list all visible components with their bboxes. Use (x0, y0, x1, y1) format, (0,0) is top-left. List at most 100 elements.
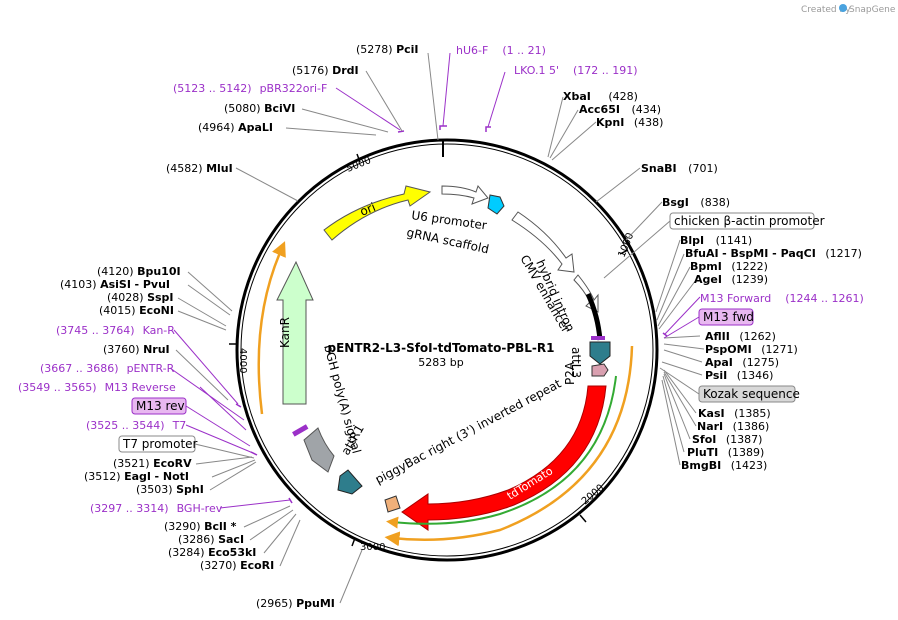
primer-m13-reverse[interactable]: (3549 .. 3565)M13 Reverse (18, 381, 176, 394)
attr1-feature[interactable] (337, 469, 363, 495)
m13fwd-leader (663, 316, 700, 339)
site-nrui[interactable]: (3760) NruI (103, 343, 170, 356)
site-aflii[interactable]: AflII (1262) (705, 330, 776, 343)
m13rev-mark (292, 424, 309, 437)
backbone-outer (235, 138, 659, 562)
primer-pbr322ori-f[interactable]: (5123 .. 5142)pBR322ori-F (173, 82, 327, 95)
tick-mark-1000 (619, 249, 629, 255)
cmv-enhancer-feature[interactable] (511, 211, 575, 273)
bgh-polya-label: bGH poly(A) signal (321, 343, 364, 455)
attl3-feature[interactable] (589, 341, 611, 365)
ori-feature[interactable] (323, 185, 432, 241)
site-bfuai[interactable]: BfuAI - BspMI - PaqCI (1217) (685, 247, 862, 260)
primer-mark-m13-forward (662, 332, 668, 337)
site-blpi[interactable]: BlpI (1141) (680, 234, 752, 247)
credit-prefix: Created by (801, 5, 851, 15)
site-nari[interactable]: NarI (1386) (697, 420, 769, 433)
primer-mark-pbr322 (397, 130, 405, 133)
site-acc65i[interactable]: Acc65I (434) (579, 103, 661, 116)
primer-pentr-r[interactable]: (3667 .. 3686)pENTR-R (40, 362, 175, 375)
primer-labels: hU6-F(1 .. 21) LKO.1 5'(172 .. 191) (512… (18, 44, 864, 515)
credit-brand: SnapGene (849, 5, 896, 15)
site-mlui[interactable]: (4582) MluI (166, 162, 233, 175)
site-psii[interactable]: PsiI (1346) (705, 369, 773, 382)
snapgene-credit[interactable]: Created by SnapGene (801, 4, 896, 15)
tdtomato-orf-orange[interactable] (384, 345, 634, 547)
tick-mark-2000 (579, 514, 587, 523)
m13fwd-label: M13 fwd (703, 310, 754, 324)
site-bcivi[interactable]: (5080) BciVI (224, 102, 295, 115)
kanr-feature[interactable] (276, 260, 314, 405)
kozak-label: Kozak sequence (703, 387, 800, 401)
site-pluti[interactable]: PluTI (1389) (687, 446, 764, 459)
primer-mark-hu6 (439, 125, 447, 130)
site-apali[interactable]: (4964) ApaLI (198, 121, 273, 134)
backbone-inner (240, 143, 654, 557)
chicken-promoter-leader (603, 220, 671, 279)
site-ecori[interactable]: (3270) EcoRI (200, 559, 274, 572)
site-sfoi[interactable]: SfoI (1387) (692, 433, 762, 446)
site-pspomi[interactable]: PspOMI (1271) (705, 343, 798, 356)
site-sphi[interactable]: (3503) SphI (136, 483, 204, 496)
site-saci[interactable]: (3286) SacI (178, 533, 244, 546)
site-xbai[interactable]: XbaI (428) (563, 90, 638, 103)
leader-lines-black (175, 52, 705, 604)
p2a-feature[interactable] (591, 363, 609, 377)
piggybac-label: piggyBac right (3') inverted repeat (373, 376, 564, 486)
primer-kan-r[interactable]: (3745 .. 3764)Kan-R (56, 324, 175, 337)
site-ecorv[interactable]: (3521) EcoRV (113, 457, 192, 470)
bgh-polya-feature[interactable] (303, 427, 335, 473)
primer-marks (235, 125, 668, 504)
tick-4000: 4000 (237, 348, 248, 373)
site-bsgi[interactable]: BsgI (838) (662, 196, 730, 209)
primer-bgh-rev[interactable]: (3297 .. 3314)BGH-rev (90, 502, 223, 515)
site-sspi[interactable]: (4028) SspI (107, 291, 174, 304)
kanr-orf-arrow[interactable] (257, 241, 286, 415)
plasmid-name: pENTR2-L3-SfoI-tdTomato-PBL-R1 (328, 341, 555, 355)
site-bcli[interactable]: (3290) BclI * (164, 520, 237, 533)
site-bpmi[interactable]: BpmI (1222) (690, 260, 768, 273)
site-eagi[interactable]: (3512) EagI - NotI (84, 470, 189, 483)
site-bpu10i[interactable]: (4120) Bpu10I (97, 265, 181, 278)
tick-2000: 2000 (580, 483, 607, 508)
piggybac-feature[interactable] (384, 495, 401, 513)
primer-m13-forward[interactable]: M13 Forward(1244 .. 1261) (700, 292, 864, 305)
site-labels: (5278) PciI (5176) DrdI (5080) BciVI (49… (60, 43, 862, 610)
site-kasi[interactable]: KasI (1385) (698, 407, 771, 420)
grna-scaffold-feature[interactable] (487, 194, 505, 215)
tdtomato-orf-green[interactable] (386, 375, 617, 529)
boxed-labels: chicken β-actin promoter M13 fwd Kozak s… (118, 212, 825, 459)
site-ppumi[interactable]: (2965) PpuMI (256, 597, 335, 610)
ori-label: ori (358, 200, 378, 219)
tick-mark-5000 (356, 153, 361, 163)
primer-lko15[interactable]: LKO.1 5'(172 .. 191) (514, 64, 638, 77)
site-snabi[interactable]: SnaBI (701) (641, 162, 718, 175)
site-asisi[interactable]: (4103) AsiSI - PvuI (60, 278, 170, 291)
chicken-promoter-label: chicken β-actin promoter (674, 214, 825, 228)
primer-t7[interactable]: (3525 .. 3544)T7 (86, 419, 186, 432)
site-agei[interactable]: AgeI (1239) (694, 273, 768, 286)
primer-mark-kanr (235, 403, 242, 408)
u6-promoter-feature[interactable] (441, 184, 489, 205)
site-apai[interactable]: ApaI (1275) (705, 356, 779, 369)
t7-promoter-label: T7 promoter (122, 437, 198, 451)
primer-mark-bgh-rev (288, 497, 293, 504)
kanr-label: KanR (278, 317, 292, 348)
attl3-label: attL3 (569, 347, 583, 378)
leader-lines-primer (169, 52, 701, 509)
site-kpni[interactable]: KpnI (438) (596, 116, 663, 129)
tick-3000: 3000 (360, 542, 385, 553)
site-drdi[interactable]: (5176) DrdI (292, 64, 359, 77)
site-bmgbi[interactable]: BmgBI (1423) (681, 459, 767, 472)
p2a-label: P2A (563, 361, 577, 385)
plasmid-length: 5283 bp (418, 356, 463, 369)
site-pcii[interactable]: (5278) PciI (356, 43, 419, 56)
site-eco53ki[interactable]: (3284) Eco53kI (168, 546, 256, 559)
tick-5000: 5000 (345, 155, 373, 175)
site-econi[interactable]: (4015) EcoNI (99, 304, 174, 317)
primer-hu6f[interactable]: hU6-F(1 .. 21) (456, 44, 546, 57)
tick-mark-3000 (351, 537, 356, 547)
tdtomato-feature[interactable] (401, 385, 607, 531)
kozak-leader (659, 367, 700, 395)
